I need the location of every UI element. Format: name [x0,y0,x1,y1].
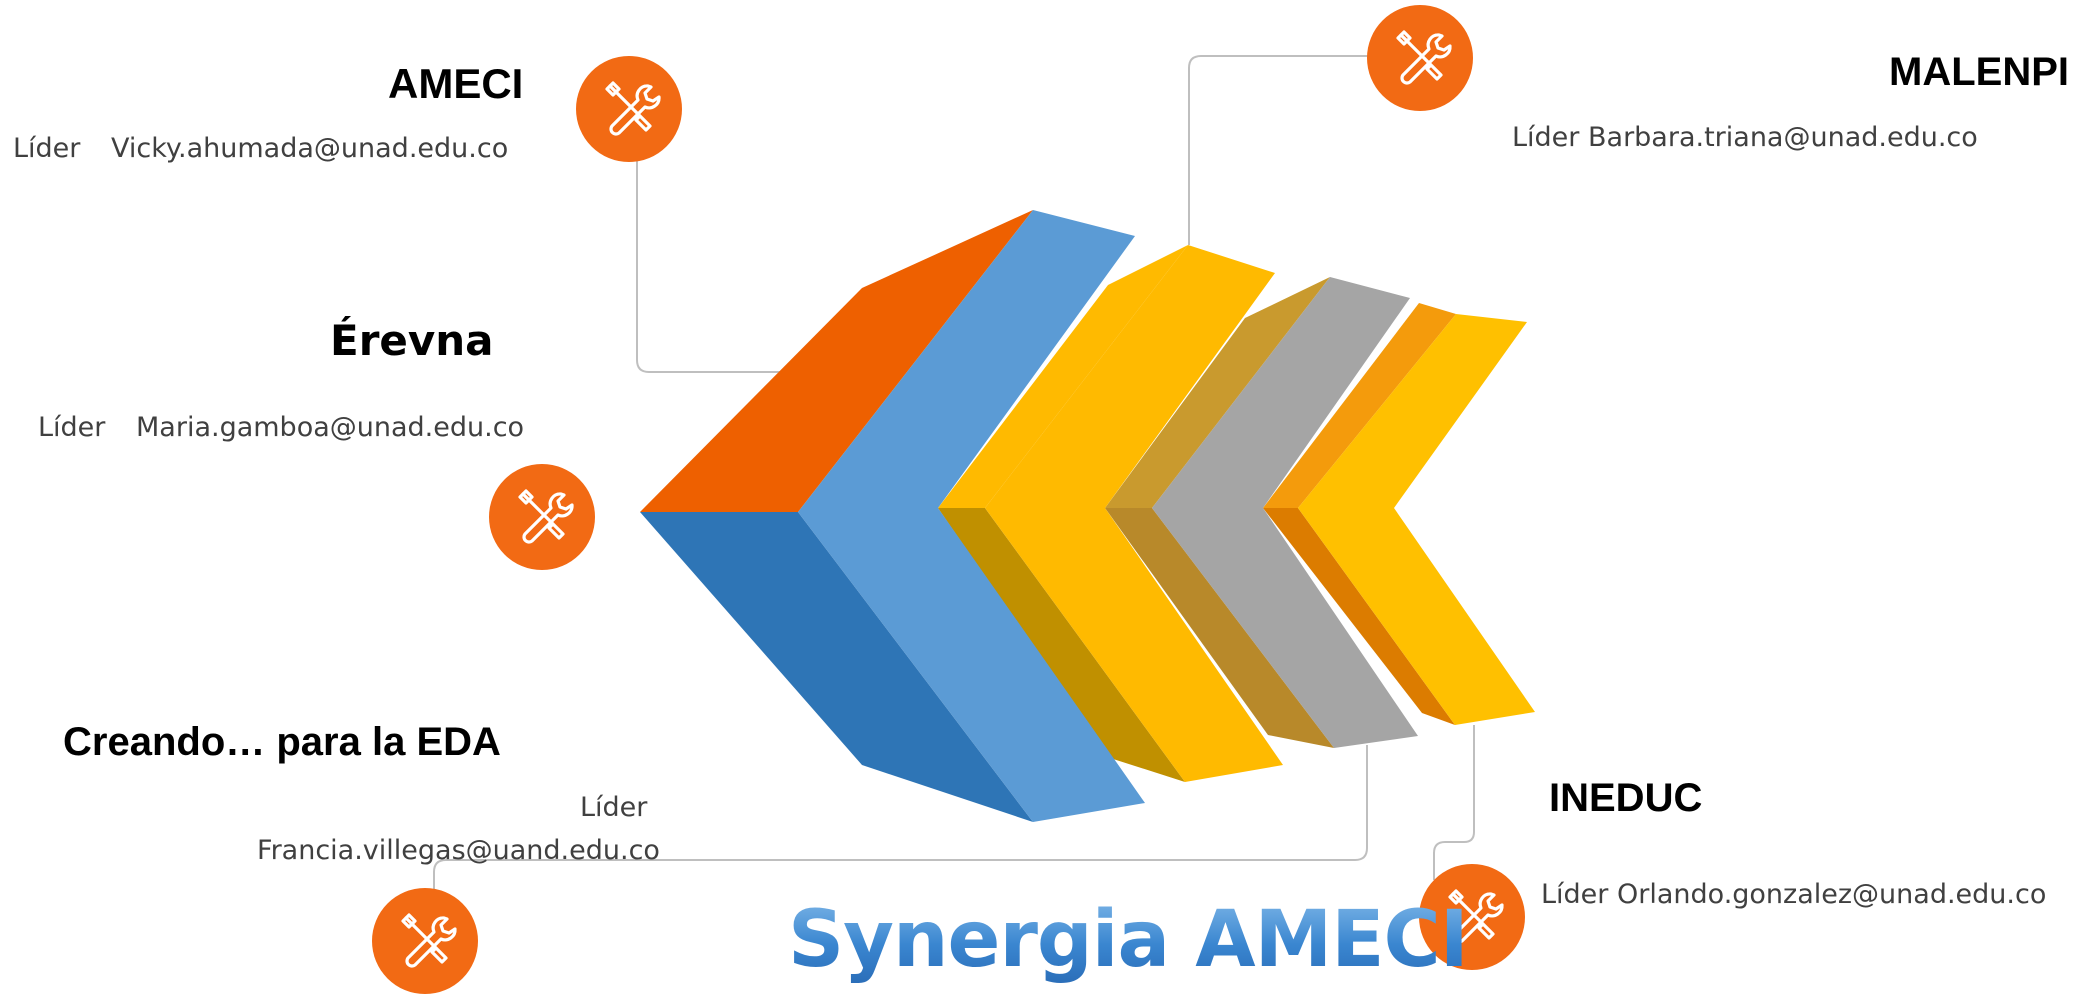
connector-creando [433,745,1368,895]
leader-label: Líder [1541,879,1609,910]
diagram-heading: Synergia AMECI [788,895,1469,985]
leader-email[interactable]: Barbara.triana@unad.edu.co [1588,122,1978,153]
leader-label: Líder [1512,122,1580,153]
connector-malenpi [1188,55,1375,245]
group-contact-erevna: Líder Maria.gamboa@unad.edu.co [38,412,524,443]
chevron-3 [938,245,1283,782]
connector-lines [433,55,1475,895]
tools-icon [372,888,478,994]
chevron-2 [640,210,1145,822]
group-contact-ameci: Líder Vicky.ahumada@unad.edu.co [13,133,508,164]
tools-icon [576,56,682,162]
leader-label: Líder [38,412,106,443]
connector-ameci [636,160,780,373]
leader-email[interactable]: Francia.villegas@uand.edu.co [257,835,660,866]
leader-label: Líder [580,792,648,823]
leader-email[interactable]: Maria.gamboa@unad.edu.co [136,412,525,443]
group-title-erevna: Érevna [330,316,494,365]
group-title-ameci: AMECI [388,60,524,107]
chevron-5 [1263,303,1535,725]
group-title-ineduc: INEDUC [1549,776,1703,820]
leader-email[interactable]: Orlando.gonzalez@unad.edu.co [1617,879,2047,910]
group-contact-ineduc: Líder Orlando.gonzalez@unad.edu.co [1541,879,2046,910]
leader-email[interactable]: Vicky.ahumada@unad.edu.co [111,133,509,164]
leader-label: Líder [13,133,81,164]
chevron-4 [1105,277,1418,748]
group-contact-malenpi: Líder Barbara.triana@unad.edu.co [1512,122,1978,153]
tools-icon [489,464,595,570]
connector-ineduc [1433,725,1475,880]
tools-icon [1367,5,1473,111]
group-title-creando: Creando… para la EDA [63,720,501,764]
group-title-malenpi: MALENPI [1889,50,2069,94]
tools-icon [1419,864,1525,970]
